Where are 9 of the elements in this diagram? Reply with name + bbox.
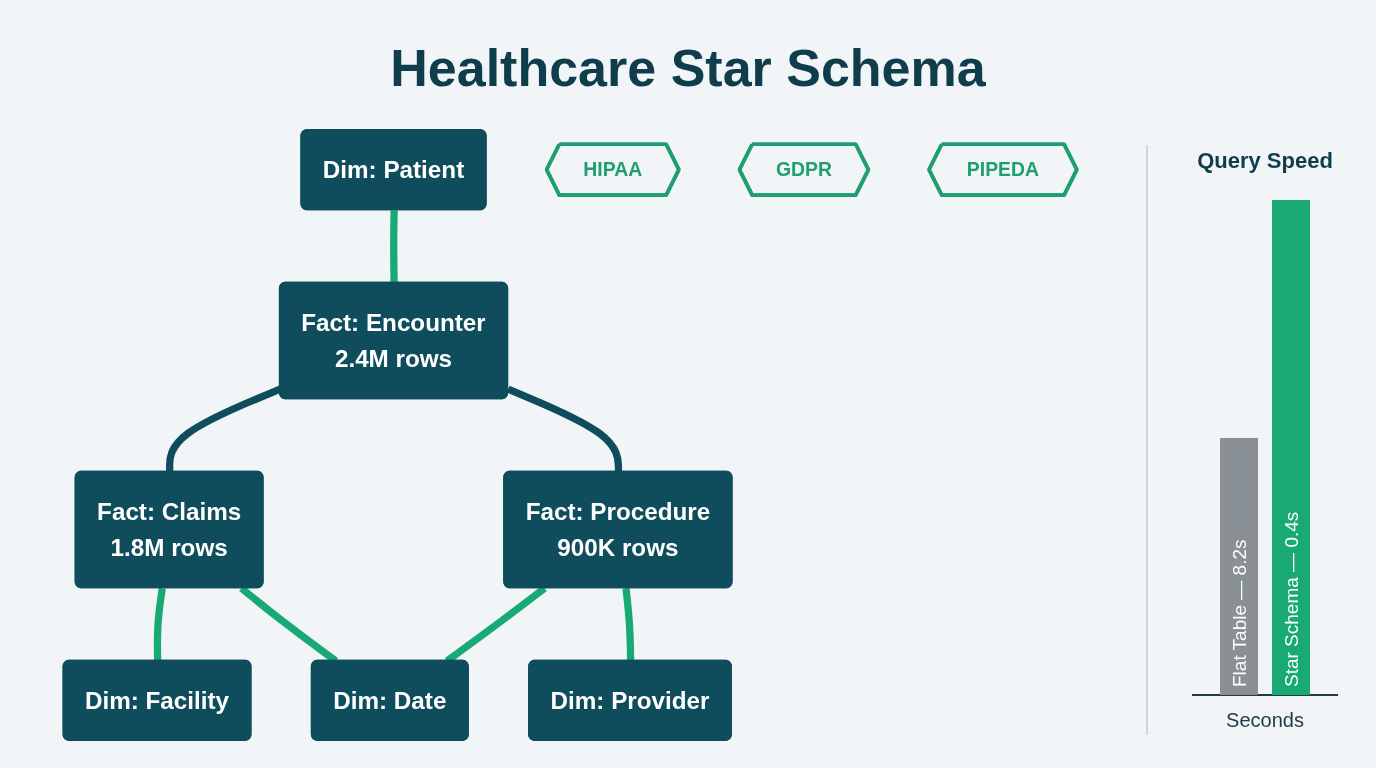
bar-label: Flat Table — 8.2s: [1229, 539, 1250, 687]
chart-title: Query Speed: [1197, 148, 1333, 173]
connector: [153, 587, 166, 661]
connector: [506, 385, 623, 472]
connector: [390, 210, 398, 283]
axis-label: Seconds: [1226, 709, 1304, 731]
connector: [622, 587, 635, 661]
bar-label: Star Schema — 0.4s: [1281, 511, 1302, 687]
title: Healthcare Star Schema: [389, 38, 987, 98]
